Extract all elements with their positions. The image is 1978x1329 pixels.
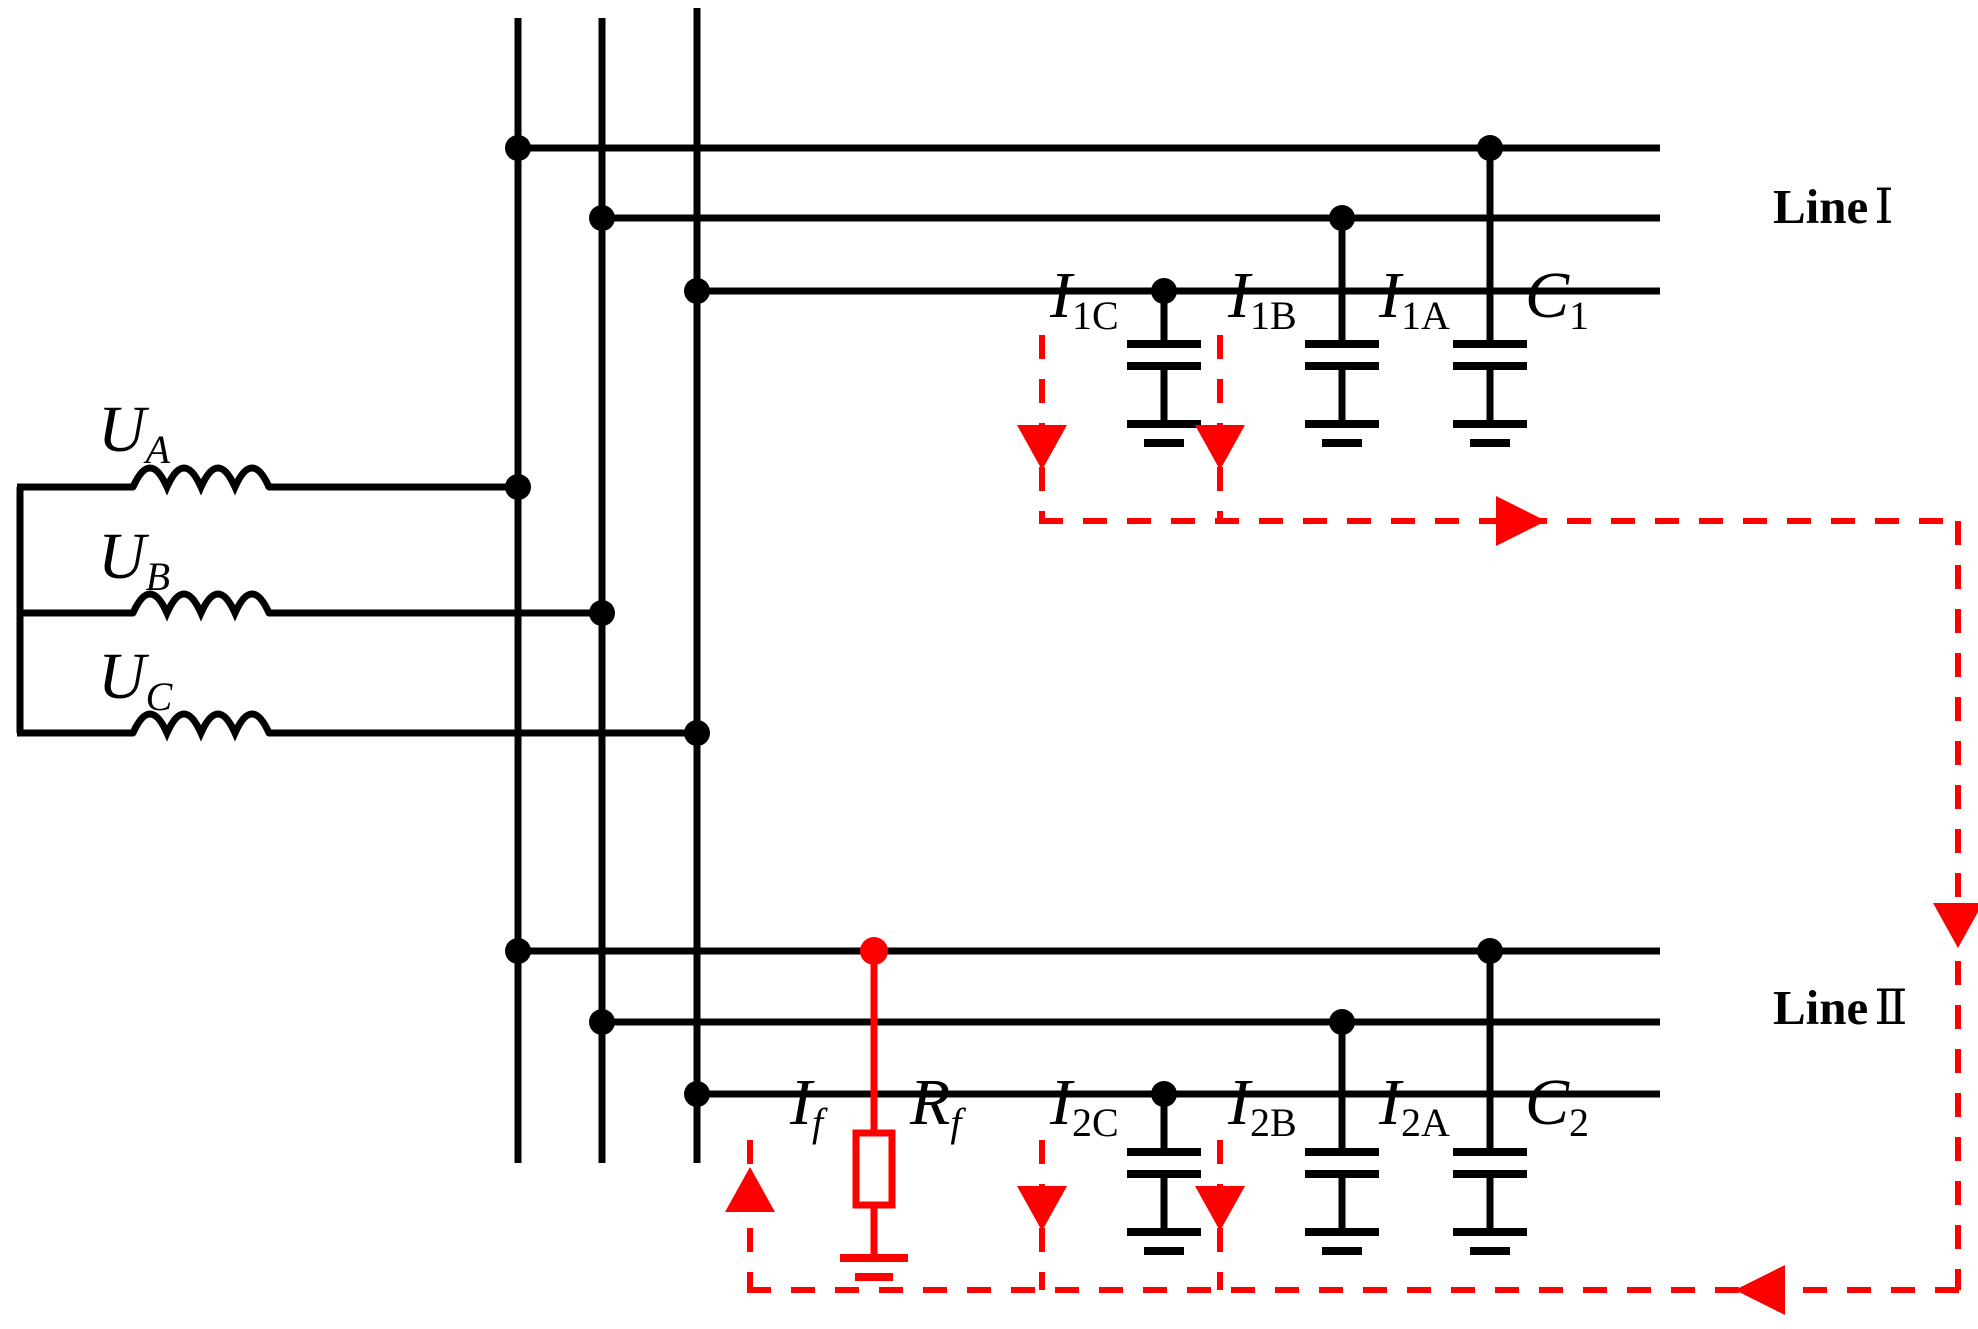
source-phase-b-coil <box>129 590 273 622</box>
junction-dot <box>505 474 531 500</box>
source-phase-c-subscript: C <box>145 674 173 719</box>
source-phase-a-symbol: U <box>98 393 146 466</box>
line-2-phase-c-current-label: I2C <box>1050 1070 1119 1143</box>
junction-dot <box>589 600 615 626</box>
fault-current-subscript: f <box>811 1100 824 1145</box>
capacitor-bank-symbol: C <box>1525 259 1570 332</box>
fault-resistor-label: Rf <box>910 1070 961 1143</box>
junction-dot <box>589 205 615 231</box>
line-1-phase-a-capacitor-branch <box>1453 135 1527 447</box>
source-phase-a-coil <box>129 464 273 496</box>
fault-current-symbol: I <box>790 1066 812 1139</box>
capacitor-bank-symbol: C <box>1525 1066 1570 1139</box>
junction-dot <box>505 938 531 964</box>
capacitor-bank-subscript: 2 <box>1569 1100 1590 1145</box>
junction-dot <box>589 1009 615 1035</box>
source-phase-c-label: UC <box>98 644 172 717</box>
line-1-phase-b-capacitor-branch <box>1305 205 1379 447</box>
current-subscript: 1C <box>1071 293 1119 338</box>
line-1-phase-c-current-label: I1C <box>1050 263 1119 336</box>
current-symbol: I <box>1379 259 1401 332</box>
line-2-conductors <box>518 947 1660 1098</box>
arrowhead-left-bottom-return <box>1735 1265 1785 1315</box>
arrowhead-right-line-1-collector <box>1496 496 1546 546</box>
current-symbol: I <box>1379 1066 1401 1139</box>
source-phase-c-coil <box>129 710 273 742</box>
line-1-conductors <box>518 144 1660 295</box>
current-symbol: I <box>1228 259 1250 332</box>
current-subscript: 2C <box>1071 1100 1119 1145</box>
current-subscript: 1A <box>1400 293 1450 338</box>
junction-dot <box>505 135 531 161</box>
line-2-phase-b-current-label: I2B <box>1228 1070 1297 1143</box>
line-2-name-text: Line <box>1773 980 1869 1035</box>
line-2-phase-b-capacitor-branch <box>1305 1009 1379 1255</box>
current-subscript: 1B <box>1249 293 1297 338</box>
arrowhead-down-line-1-phase-b <box>1195 425 1245 470</box>
source-phase-b-label: UB <box>98 524 170 597</box>
source-phase-a-label: UA <box>98 397 170 470</box>
fault-resistor-symbol: R <box>910 1066 951 1139</box>
line-2-phase-a-current-label: I2A <box>1379 1070 1450 1143</box>
capacitor-bank-subscript: 1 <box>1569 293 1590 338</box>
line-1-capacitor-bank-label: C1 <box>1525 263 1589 336</box>
fault-resistor-subscript: f <box>950 1100 962 1145</box>
fault-branch <box>840 937 908 1281</box>
current-symbol: I <box>1050 1066 1072 1139</box>
source-phase-c-symbol: U <box>98 640 146 713</box>
current-subscript: 2B <box>1249 1100 1297 1145</box>
fault-resistor-body <box>852 1129 896 1209</box>
line-2-phase-a-capacitor-branch <box>1453 938 1527 1255</box>
source-phase-b-subscript: B <box>145 554 171 599</box>
line-1-name-text: Line <box>1773 179 1869 234</box>
junction-dot <box>684 1081 710 1107</box>
busbars <box>514 8 701 1163</box>
arrowhead-down-line-2-phase-c <box>1017 1186 1067 1231</box>
line-2-phase-c-capacitor-branch <box>1127 1081 1201 1255</box>
line-2-capacitor-bank-label: C2 <box>1525 1070 1589 1143</box>
current-symbol: I <box>1228 1066 1250 1139</box>
arrowhead-down-line-1-phase-c <box>1017 425 1067 470</box>
source-phase-b-symbol: U <box>98 520 146 593</box>
three-phase-source <box>16 464 697 742</box>
capacitive-current-flow-paths <box>747 335 1961 1293</box>
current-subscript: 2A <box>1400 1100 1450 1145</box>
line-1-roman-numeral: Ⅰ <box>1874 179 1894 234</box>
source-phase-a-subscript: A <box>145 427 171 472</box>
fault-current-label: If <box>790 1070 823 1143</box>
current-symbol: I <box>1050 259 1072 332</box>
arrowhead-down-line-2-phase-b <box>1195 1186 1245 1231</box>
arrowhead-down-right-tie <box>1933 903 1978 948</box>
line-2-roman-numeral: Ⅱ <box>1874 980 1908 1035</box>
current-direction-arrowheads <box>725 425 1978 1315</box>
line-1-phase-c-capacitor-branch <box>1127 278 1201 447</box>
junction-dot <box>684 720 710 746</box>
line-1-phase-b-current-label: I1B <box>1228 263 1297 336</box>
junction-dot <box>684 278 710 304</box>
line-1-phase-a-current-label: I1A <box>1379 263 1450 336</box>
arrowhead-up-fault-current <box>725 1167 775 1212</box>
busbar-junction-dots <box>505 135 710 1107</box>
